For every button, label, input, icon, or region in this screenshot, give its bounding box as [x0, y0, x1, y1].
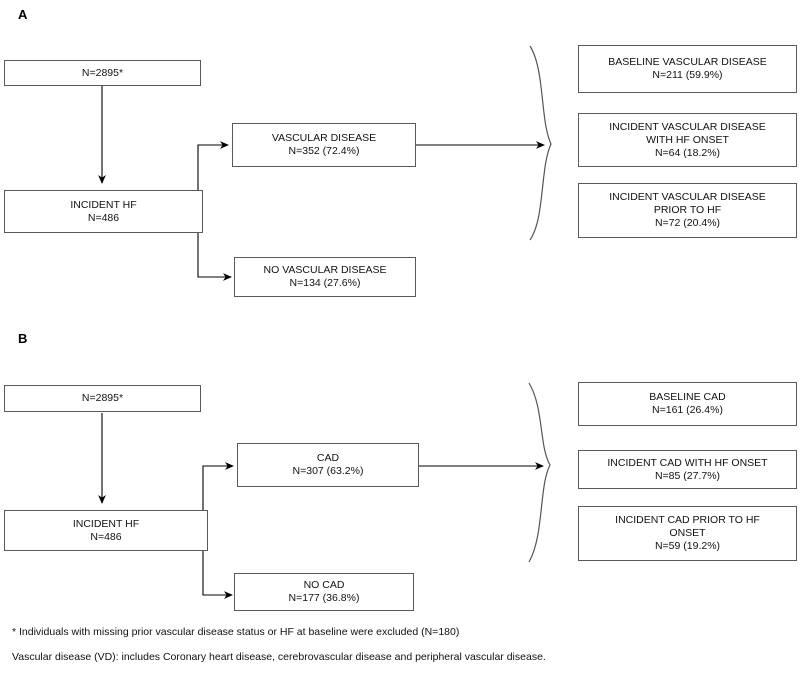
panel-b-incident-hf-line2: N=486: [90, 530, 122, 543]
panel-b-outcome-0-line2: N=161 (26.4%): [652, 404, 723, 416]
panel-b-outcome-box-incident-prior-hf: INCIDENT CAD PRIOR TO HF ONSET N=59 (19.…: [578, 506, 797, 561]
panel-a-source-line1: N=2895*: [81, 66, 124, 79]
panel-b-no-cad-line1: NO CAD: [303, 579, 345, 591]
panel-b-outcome-0-line1: BASELINE CAD: [649, 391, 726, 403]
footnote-vd-definition: Vascular disease (VD): includes Coronary…: [12, 651, 546, 663]
panel-b-outcome-2-line1: INCIDENT CAD PRIOR TO HF: [615, 514, 760, 526]
panel-a-outcome-box-incident-prior-hf: INCIDENT VASCULAR DISEASE PRIOR TO HF N=…: [578, 183, 797, 238]
panel-b-cad-box: CAD N=307 (63.2%): [237, 443, 419, 487]
panel-b-cad-line1: CAD: [316, 452, 340, 464]
panel-a-outcome-0-line2: N=211 (59.9%): [652, 69, 723, 81]
panel-a-outcome-2-line3: N=72 (20.4%): [654, 217, 721, 229]
panel-label-b: B: [18, 331, 28, 346]
panel-b-outcome-box-incident-with-hf: INCIDENT CAD WITH HF ONSET N=85 (27.7%): [578, 450, 797, 489]
panel-b-outcome-box-baseline: BASELINE CAD N=161 (26.4%): [578, 382, 797, 426]
panel-a-outcome-1-line1: INCIDENT VASCULAR DISEASE: [609, 120, 766, 133]
panel-a-incident-hf-line1: INCIDENT HF: [70, 198, 137, 211]
panel-label-a: A: [18, 7, 28, 22]
panel-a-outcome-2-line1: INCIDENT VASCULAR DISEASE: [609, 191, 766, 203]
panel-a-outcome-1-line3: N=64 (18.2%): [654, 146, 721, 159]
panel-a-no-vascular-disease-line2: N=134 (27.6%): [289, 277, 361, 289]
panel-b-source-line1: N=2895*: [81, 392, 124, 404]
panel-a-vascular-disease-box: VASCULAR DISEASE N=352 (72.4%): [232, 123, 416, 167]
panel-b-no-cad-box: NO CAD N=177 (36.8%): [234, 573, 414, 611]
panel-b-no-cad-line2: N=177 (36.8%): [288, 592, 360, 604]
panel-a-outcome-1-line2: WITH HF ONSET: [646, 133, 729, 146]
panel-b-outcome-2-line3: N=59 (19.2%): [654, 540, 721, 552]
panel-b-cad-line2: N=307 (63.2%): [292, 465, 364, 477]
panel-a-vascular-disease-line2: N=352 (72.4%): [288, 145, 360, 157]
footnote-exclusions: * Individuals with missing prior vascula…: [12, 626, 460, 638]
panel-a-no-vascular-disease-box: NO VASCULAR DISEASE N=134 (27.6%): [234, 257, 416, 297]
panel-a-outcome-0-line1: BASELINE VASCULAR DISEASE: [608, 56, 767, 68]
panel-b-outcome-2-line2: ONSET: [669, 527, 706, 539]
panel-a-vascular-disease-line1: VASCULAR DISEASE: [271, 132, 377, 144]
panel-a-no-vascular-disease-line1: NO VASCULAR DISEASE: [263, 264, 387, 276]
panel-b-outcome-1-line2: N=85 (27.7%): [654, 469, 721, 482]
panel-a-outcome-2-line2: PRIOR TO HF: [653, 204, 722, 216]
panel-b-source-box: N=2895*: [4, 385, 201, 412]
panel-a-source-box: N=2895*: [4, 60, 201, 86]
panel-a-incident-hf-line2: N=486: [87, 211, 120, 224]
panel-a-outcome-box-baseline: BASELINE VASCULAR DISEASE N=211 (59.9%): [578, 45, 797, 93]
panel-b-incident-hf-box: INCIDENT HF N=486: [4, 510, 208, 551]
panel-a-incident-hf-box: INCIDENT HF N=486: [4, 190, 203, 233]
panel-b-outcome-1-line1: INCIDENT CAD WITH HF ONSET: [607, 456, 768, 469]
panel-b-incident-hf-line1: INCIDENT HF: [72, 517, 140, 530]
panel-a-outcome-box-incident-with-hf: INCIDENT VASCULAR DISEASE WITH HF ONSET …: [578, 113, 797, 167]
